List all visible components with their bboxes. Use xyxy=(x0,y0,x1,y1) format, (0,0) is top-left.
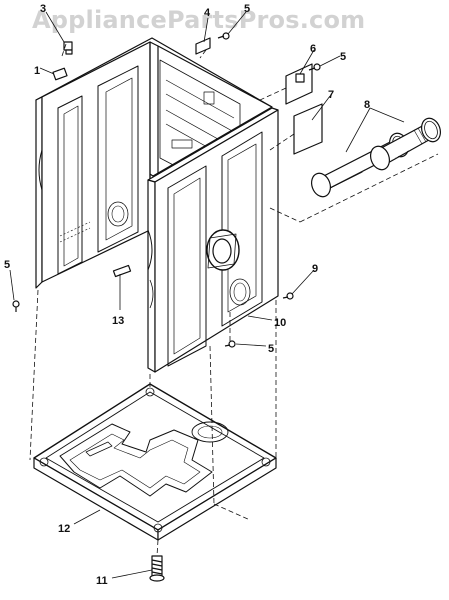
callout-9: 9 xyxy=(312,263,318,275)
callout-4: 4 xyxy=(204,7,211,19)
small-parts xyxy=(12,32,323,348)
callout-1: 1 xyxy=(34,65,40,77)
callout-13: 13 xyxy=(112,315,124,327)
exhaust-ring xyxy=(206,229,240,271)
callout-12: 12 xyxy=(58,523,70,535)
assembly-lines xyxy=(29,43,439,557)
callout-5-bottom: 5 xyxy=(268,343,274,355)
cabinet-wrapper xyxy=(35,37,273,289)
leveling-leg-part xyxy=(149,555,165,582)
callout-5-left: 5 xyxy=(4,259,10,271)
leader-lines xyxy=(9,11,405,579)
callout-7: 7 xyxy=(328,89,334,101)
base-assembly xyxy=(33,383,277,541)
callout-5-top: 5 xyxy=(244,3,250,15)
exhaust-duct-pipes xyxy=(310,117,442,198)
callout-8: 8 xyxy=(364,99,370,111)
callout-6: 6 xyxy=(310,43,316,55)
callout-5-right: 5 xyxy=(340,51,346,63)
callout-3: 3 xyxy=(40,3,46,15)
side-panel xyxy=(147,107,279,373)
watermark: AppliancePartsPros.com xyxy=(32,6,366,34)
callout-10: 10 xyxy=(274,317,286,329)
callout-labels: 1 3 4 5 6 5 7 8 5 9 13 10 5 12 11 xyxy=(4,3,370,587)
callout-11: 11 xyxy=(96,575,108,587)
